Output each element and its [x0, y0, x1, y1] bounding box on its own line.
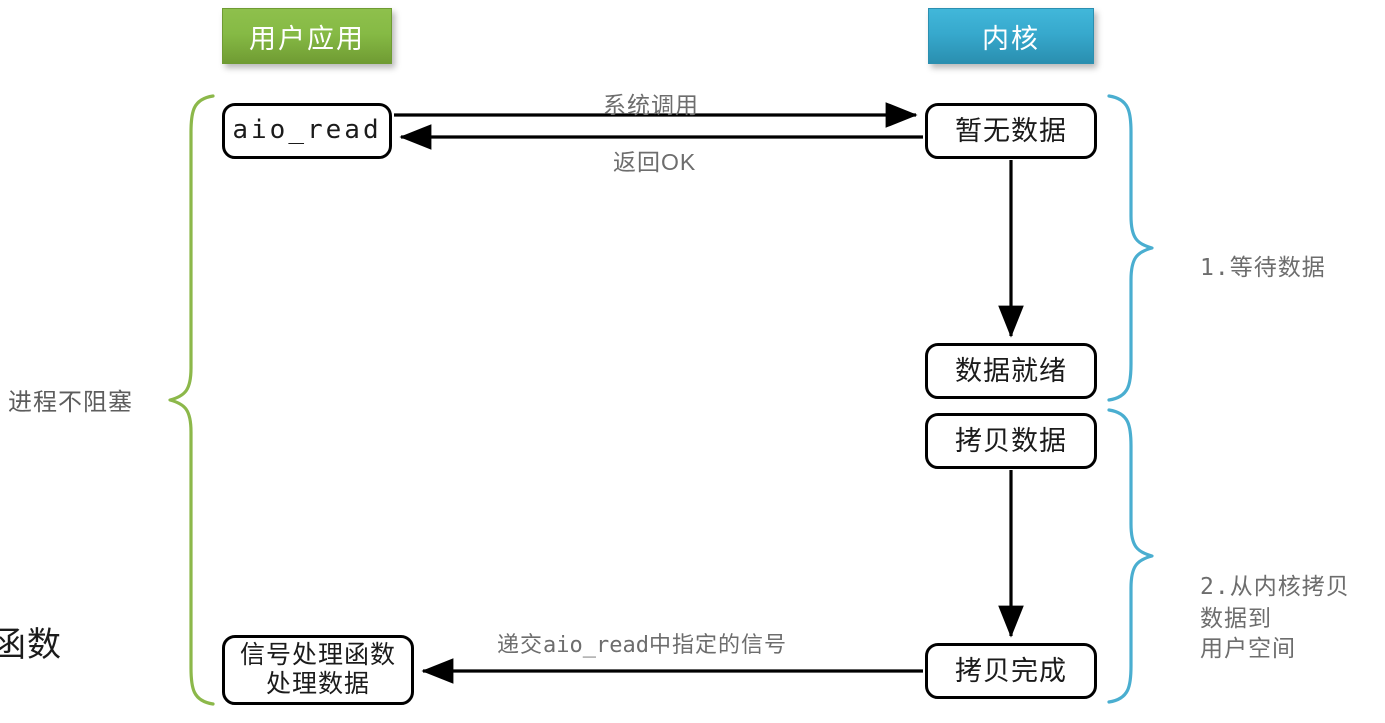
- brace-phase-wait-data: [1107, 94, 1154, 402]
- brace-label-copy-to-user: 2.从内核拷贝 数据到 用户空间: [1200, 541, 1350, 663]
- column-header-kernel: 内核: [928, 8, 1094, 64]
- edge-label-return-ok: 返回OK: [613, 149, 697, 175]
- node-data-ready[interactable]: 数据就绪: [925, 343, 1097, 399]
- node-copy-done[interactable]: 拷贝完成: [925, 643, 1097, 699]
- brace-process-not-blocked: [168, 94, 215, 706]
- column-header-user-application: 用户应用: [222, 8, 392, 64]
- node-no-data[interactable]: 暂无数据: [925, 103, 1097, 159]
- clipped-margin-text: 函数: [0, 626, 62, 664]
- brace-label-copy-to-user-index: 2.: [1200, 574, 1230, 601]
- brace-label-wait-data: 1.等待数据: [1200, 222, 1326, 284]
- brace-label-wait-data-index: 1.: [1200, 255, 1230, 282]
- node-aio-read[interactable]: aio_read: [222, 103, 392, 159]
- brace-label-copy-to-user-text: 从内核拷贝 数据到 用户空间: [1200, 573, 1350, 662]
- node-copy-data[interactable]: 拷贝数据: [925, 413, 1097, 469]
- brace-phase-copy-to-user: [1107, 408, 1154, 704]
- edge-label-syscall: 系统调用: [603, 92, 699, 118]
- node-signal-handler-line-2: 处理数据: [265, 670, 370, 698]
- node-signal-handler-line-1: 信号处理函数: [239, 640, 396, 669]
- node-signal-handler[interactable]: 信号处理函数 处理数据: [222, 635, 414, 705]
- edge-label-deliver-fn: aio_read: [543, 633, 649, 658]
- edge-label-deliver-signal: 递交aio_read中指定的信号: [497, 627, 787, 659]
- edge-label-deliver-prefix: 递交: [497, 632, 544, 657]
- edge-label-deliver-suffix: 中指定的信号: [648, 632, 787, 657]
- brace-label-wait-data-text: 等待数据: [1229, 254, 1326, 281]
- brace-label-process-not-blocked: 进程不阻塞: [8, 389, 133, 416]
